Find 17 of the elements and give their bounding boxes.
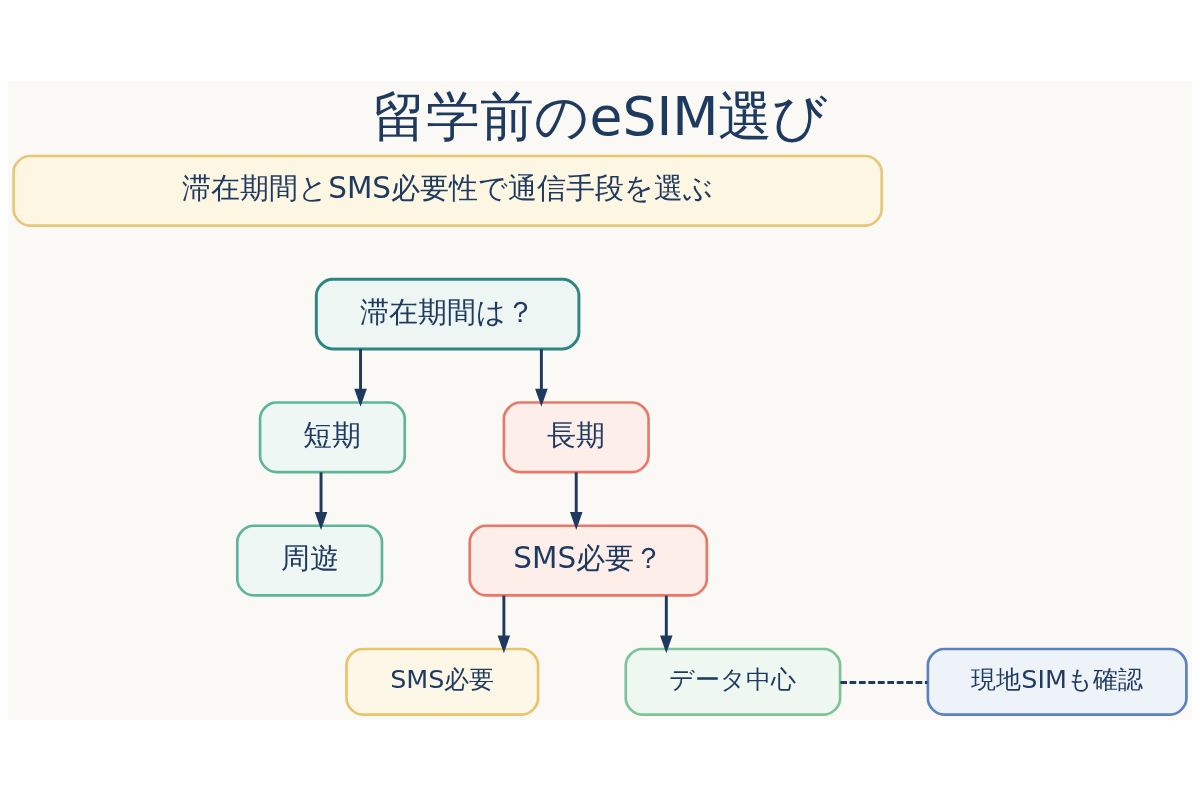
arrow — [314, 471, 328, 530]
node-box: SMS必要？ — [468, 523, 709, 597]
node-box: 現地SIMも確認 — [926, 647, 1188, 716]
arrow — [354, 348, 367, 407]
connector — [840, 680, 928, 684]
arrow — [497, 595, 511, 653]
diagram-title: 留学前のeSIM選び — [372, 84, 828, 148]
node-box: 長期 — [502, 400, 650, 473]
node-box: データ中心 — [624, 647, 842, 716]
node-box: 周遊 — [235, 523, 384, 597]
node-box: 短期 — [258, 400, 407, 473]
node-box: 滞在期間とSMS必要性で通信手段を選ぶ — [12, 154, 883, 227]
arrow — [569, 471, 583, 530]
node-box: SMS必要 — [345, 647, 540, 716]
arrow — [535, 348, 548, 407]
node-box: 滞在期間は？ — [314, 277, 581, 350]
arrow — [660, 595, 673, 653]
